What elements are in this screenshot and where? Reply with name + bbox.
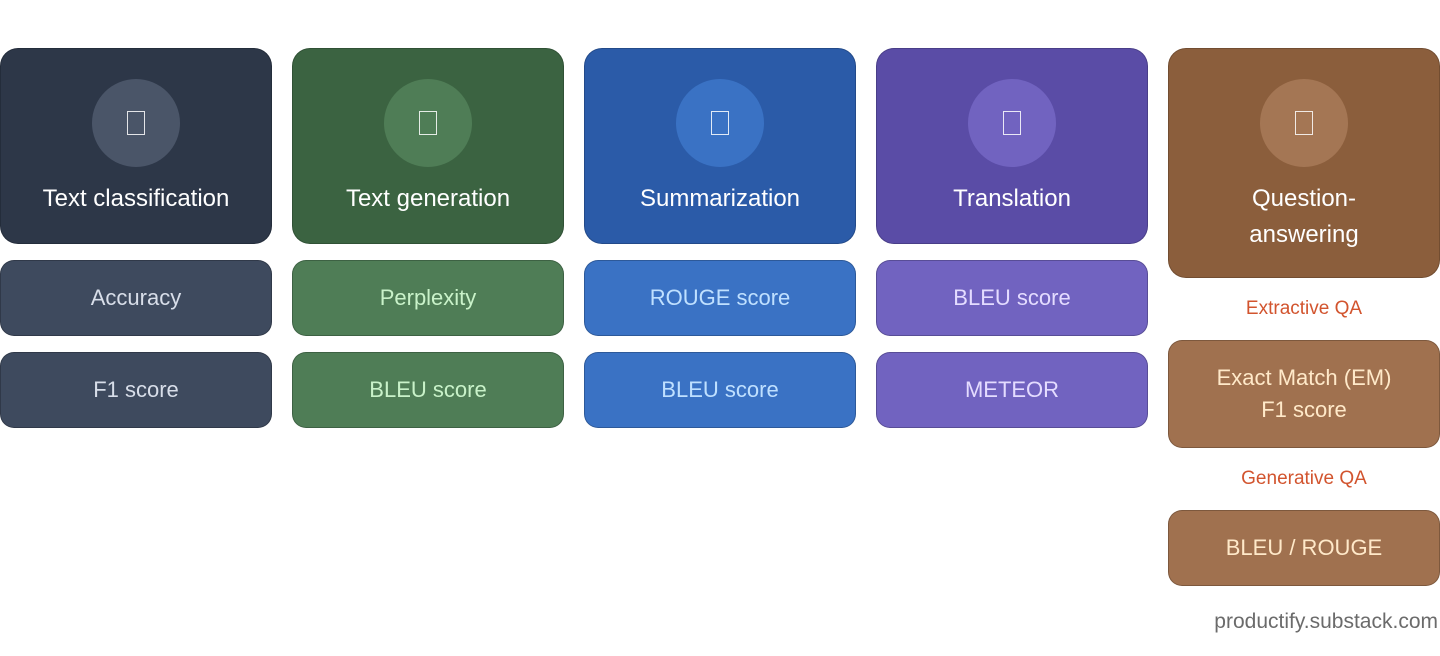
metric-card: F1 score [0, 352, 272, 428]
section-label-generative-qa: Generative QA [1241, 468, 1367, 489]
document-icon [127, 111, 145, 135]
column-summarization: Summarization ROUGE score BLEU score [584, 48, 856, 428]
header-card: Translation [876, 48, 1148, 244]
metric-line: F1 score [1261, 397, 1347, 422]
header-card: Summarization [584, 48, 856, 244]
metric-card: Accuracy [0, 260, 272, 336]
header-title: Translation [953, 185, 1071, 212]
icon-circle [384, 79, 472, 167]
icon-circle [1260, 79, 1348, 167]
icon-circle [968, 79, 1056, 167]
document-icon [711, 111, 729, 135]
metric-card: BLEU score [292, 352, 564, 428]
header-card: Text classification [0, 48, 272, 244]
metric-card: BLEU score [876, 260, 1148, 336]
header-card: Text generation [292, 48, 564, 244]
header-title: Text generation [345, 185, 511, 212]
metric-card: Perplexity [292, 260, 564, 336]
column-question-answering: Question- answering Extractive QA Exact … [1168, 48, 1440, 586]
icon-circle [676, 79, 764, 167]
column-translation: Translation BLEU score METEOR [876, 48, 1148, 428]
header-title: Text classification [42, 185, 230, 212]
column-text-generation: Text generation Perplexity BLEU score [292, 48, 564, 428]
document-icon [419, 111, 437, 135]
section-label-extractive-qa: Extractive QA [1245, 298, 1363, 319]
icon-circle [92, 79, 180, 167]
metric-card: METEOR [876, 352, 1148, 428]
header-title: Question- answering [1249, 185, 1359, 248]
metric-card: BLEU score [584, 352, 856, 428]
footer-credit: productify.substack.com [1214, 610, 1438, 633]
header-card: Question- answering [1168, 48, 1440, 278]
column-text-classification: Text classification Accuracy F1 score [0, 48, 272, 428]
header-title: Summarization [639, 185, 801, 212]
document-icon [1295, 111, 1313, 135]
metric-line: Exact Match (EM) [1216, 365, 1392, 390]
metric-card: Exact Match (EM) F1 score [1168, 340, 1440, 448]
document-icon [1003, 111, 1021, 135]
metric-card: BLEU / ROUGE [1168, 510, 1440, 586]
metric-card: ROUGE score [584, 260, 856, 336]
